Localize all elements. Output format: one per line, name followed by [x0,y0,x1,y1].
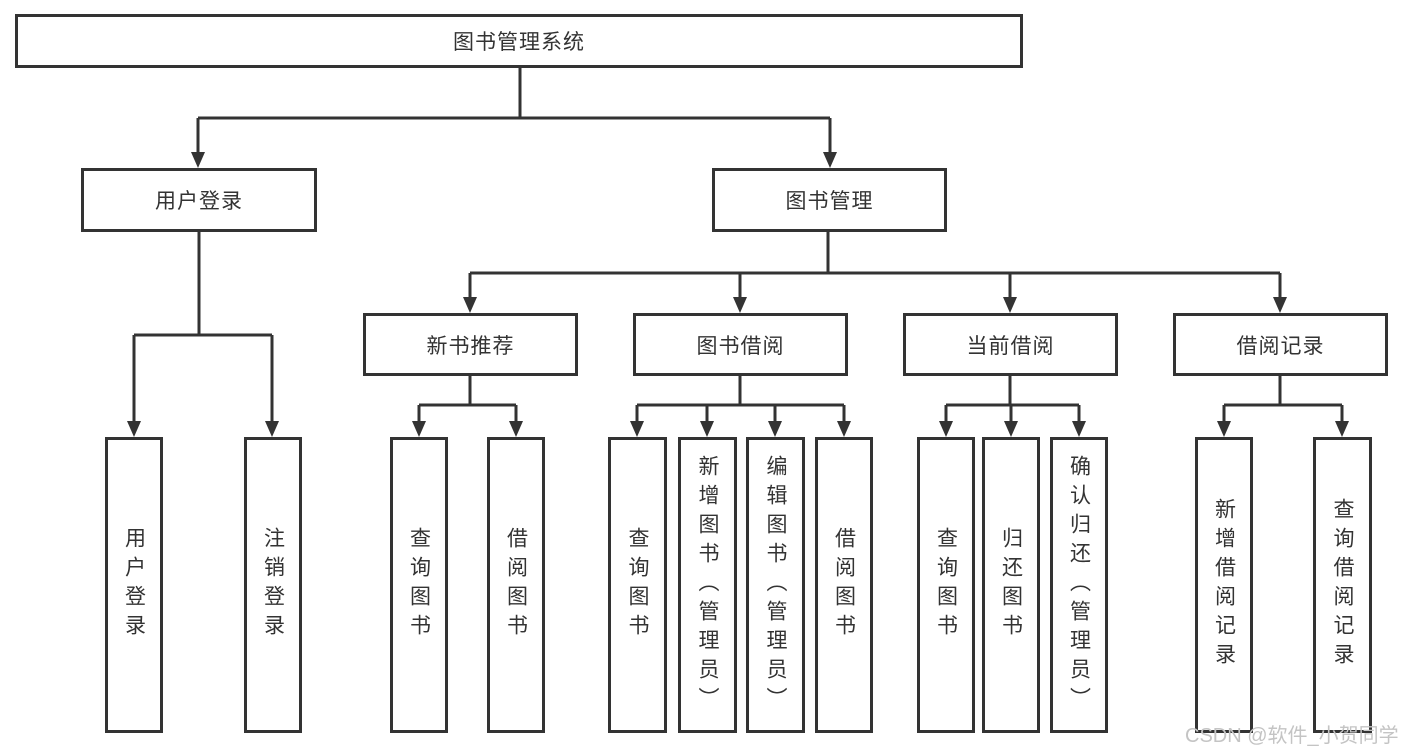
arrowhead [1217,421,1231,437]
node-book-borrow: 图书借阅 [633,313,848,376]
arrowhead [837,421,851,437]
leaf-add-books-admin: 新增图书（管理员） [678,437,737,733]
leaf-logout: 注销登录 [244,437,302,733]
leaf-label: 借阅图书 [504,527,528,643]
node-book-management: 图书管理 [712,168,947,232]
leaf-user-login: 用户登录 [105,437,163,733]
connector-current-borrow-split [944,376,1081,423]
csdn-watermark: CSDN @软件_小贺同学 [1185,725,1399,747]
leaf-label: 查询借阅记录 [1331,498,1354,672]
arrowhead [1335,421,1349,437]
arrowhead [700,421,714,437]
leaf-query-books-2: 查询图书 [608,437,667,733]
arrowhead [1004,421,1018,437]
node-book-borrow-label: 图书借阅 [696,334,785,358]
arrowhead [939,421,953,437]
leaf-borrow-books-1: 借阅图书 [487,437,545,733]
arrowhead [191,152,205,168]
leaf-label: 借阅图书 [832,527,856,643]
leaf-label: 确认归还（管理员） [1067,454,1091,716]
leaf-edit-books-admin: 编辑图书（管理员） [746,437,805,733]
arrowhead [127,421,141,437]
connector-root-split [196,68,832,154]
connector-book-mgmt-split [468,232,1282,299]
node-new-book-recommend-label: 新书推荐 [426,334,515,358]
arrowhead [733,297,747,313]
leaf-add-borrow-record: 新增借阅记录 [1195,437,1253,733]
leaf-label: 归还图书 [999,527,1023,643]
leaf-label: 新增借阅记录 [1212,498,1236,672]
arrowhead [463,297,477,313]
leaf-label: 查询图书 [934,527,958,643]
leaf-query-books-3: 查询图书 [917,437,975,733]
arrowhead [823,152,837,168]
node-borrow-records: 借阅记录 [1173,313,1388,376]
arrowhead [630,421,644,437]
node-new-book-recommend: 新书推荐 [363,313,578,376]
node-book-management-label: 图书管理 [785,190,874,213]
leaf-label: 查询图书 [626,527,649,643]
node-user-login-label: 用户登录 [155,190,243,213]
connector-borrow-records-split [1222,376,1344,423]
leaf-label: 新增图书（管理员） [696,454,719,716]
arrowhead [1003,297,1017,313]
connector-user-login-split [132,232,274,423]
leaf-confirm-return-admin: 确认归还（管理员） [1050,437,1108,733]
leaf-query-borrow-records: 查询借阅记录 [1313,437,1372,733]
leaf-label: 注销登录 [261,527,285,643]
arrowhead [1072,421,1086,437]
arrowhead [509,421,523,437]
node-root-system: 图书管理系统 [15,14,1023,68]
leaf-label: 用户登录 [122,527,146,643]
leaf-query-books-1: 查询图书 [390,437,448,733]
arrowhead [768,421,782,437]
connector-book-borrow-split [635,376,846,423]
leaf-return-books: 归还图书 [982,437,1040,733]
arrowhead [1273,297,1287,313]
node-root-label: 图书管理系统 [453,31,585,54]
node-current-borrow: 当前借阅 [903,313,1118,376]
leaf-label: 编辑图书（管理员） [764,454,787,716]
node-current-borrow-label: 当前借阅 [966,334,1055,358]
node-borrow-records-label: 借阅记录 [1236,334,1325,358]
arrowhead [412,421,426,437]
leaf-label: 查询图书 [407,527,431,643]
arrowhead [265,421,279,437]
node-user-login: 用户登录 [81,168,317,232]
leaf-borrow-books-2: 借阅图书 [815,437,873,733]
connector-new-book-split [417,376,518,423]
